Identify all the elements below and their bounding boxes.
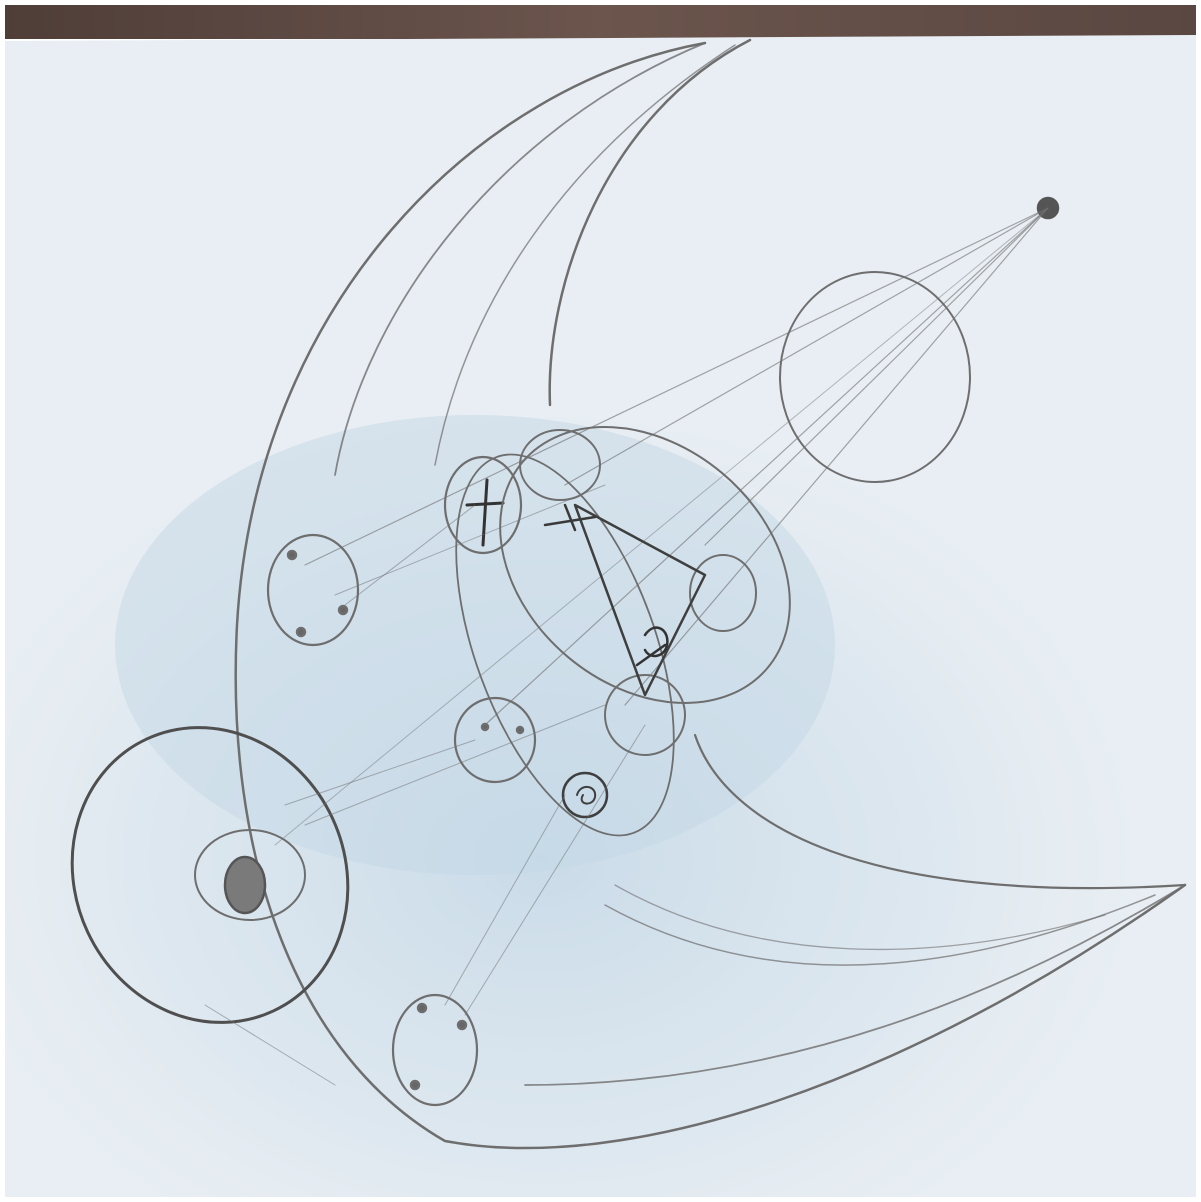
table-edge [5, 5, 1196, 39]
pod-dot-3 [297, 628, 305, 636]
paper-blue-shadow [115, 415, 835, 875]
pod-dot-2 [339, 606, 347, 614]
center-pod-dot [482, 724, 488, 730]
sketch-photo [5, 5, 1196, 1197]
photograph [5, 5, 1196, 1197]
bottom-pod-dot-1 [418, 1004, 426, 1012]
left-dark-spot [225, 857, 265, 913]
bottom-pod-dot-3 [411, 1081, 419, 1089]
center-pod-dot-2 [517, 727, 523, 733]
pod-dot-1 [288, 551, 296, 559]
bottom-pod-dot-2 [458, 1021, 466, 1029]
